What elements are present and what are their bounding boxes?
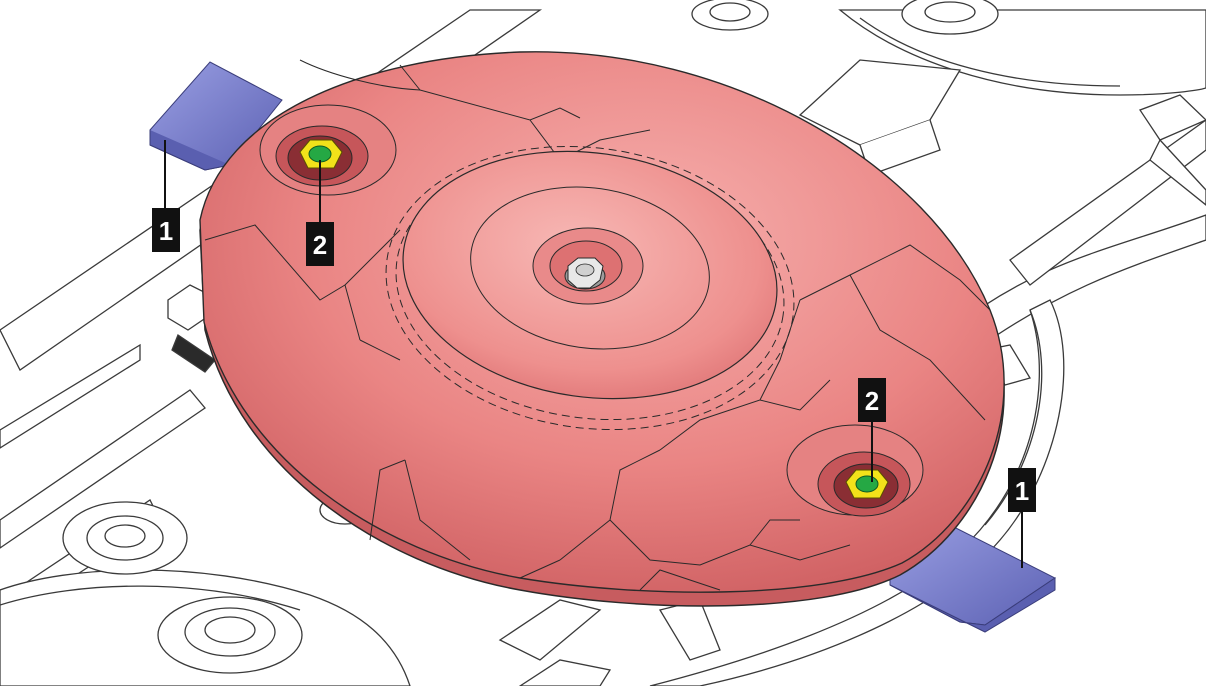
callout-label: 1 xyxy=(159,216,173,246)
nut-bottom xyxy=(786,424,924,517)
callout-label: 2 xyxy=(313,230,327,260)
callout-label: 1 xyxy=(1015,476,1029,506)
callout-blade-left: 1 xyxy=(152,140,180,252)
callout-nut-top: 2 xyxy=(306,160,334,266)
callout-label: 2 xyxy=(865,386,879,416)
callout-nut-bottom: 2 xyxy=(858,378,886,482)
callout-blade-right: 1 xyxy=(1008,468,1036,568)
center-bolt xyxy=(564,257,606,290)
nut-top xyxy=(259,104,397,196)
cutting-disc xyxy=(199,51,1005,607)
